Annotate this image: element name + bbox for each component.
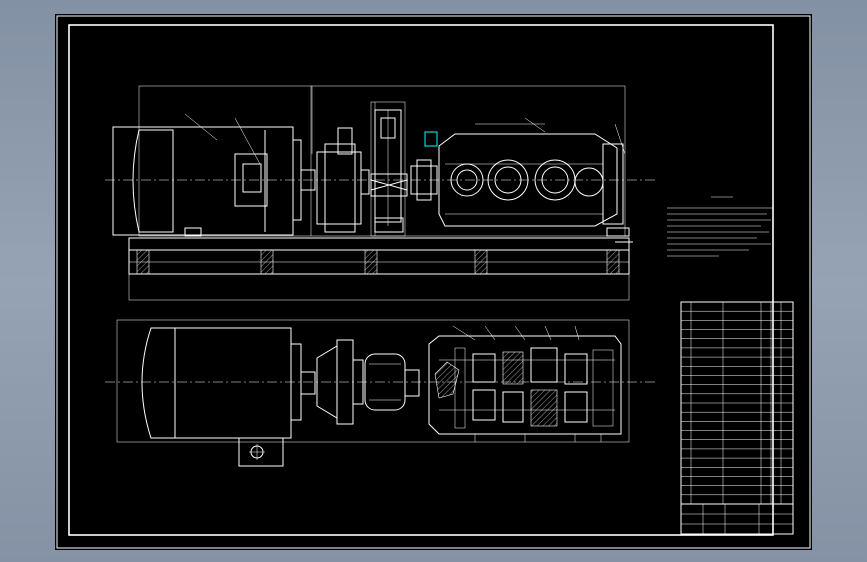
brake-front — [370, 101, 408, 237]
brake-top — [364, 353, 420, 411]
coupling-front — [316, 127, 370, 233]
title-block — [680, 503, 794, 535]
gearbox-front — [410, 117, 630, 237]
motor-front — [112, 113, 316, 237]
drawing-sheet[interactable] — [55, 14, 812, 550]
base-frame-front — [128, 237, 633, 301]
inner-frame — [68, 24, 774, 536]
coupling-top — [316, 339, 364, 425]
outer-frame — [56, 15, 811, 549]
assembly-drawing — [56, 15, 811, 549]
parts-list — [680, 301, 794, 535]
technical-notes — [667, 196, 773, 257]
top-view — [105, 319, 655, 467]
gearbox-top — [428, 325, 622, 442]
front-view — [105, 85, 655, 301]
motor-top — [141, 327, 316, 467]
